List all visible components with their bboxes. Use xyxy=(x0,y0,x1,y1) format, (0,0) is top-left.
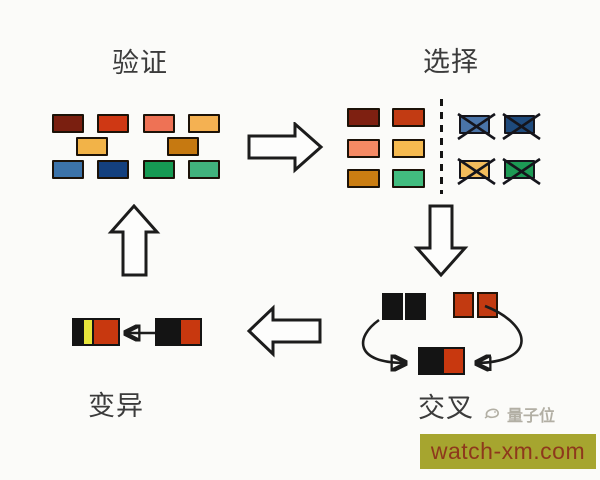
site-banner: watch-xm.com xyxy=(420,434,596,469)
chromosome-rect xyxy=(76,137,108,156)
stage-label-validate: 验证 xyxy=(112,48,168,78)
cross-out-icon xyxy=(457,157,496,186)
chromosome-rect xyxy=(143,114,175,133)
stage-label-crossover: 交叉 xyxy=(418,393,474,423)
gene-square xyxy=(405,293,426,320)
gene-square xyxy=(477,292,498,318)
chromosome-rect xyxy=(347,139,380,158)
gene-segment xyxy=(94,320,118,344)
chromosome-rect xyxy=(52,114,84,133)
rejected-chromosome xyxy=(457,112,496,141)
chromosome-rect xyxy=(347,108,380,127)
chromosome-rect xyxy=(143,160,175,179)
gene-square xyxy=(382,293,403,320)
site-url: watch-xm.com xyxy=(430,438,586,464)
down-arrow-icon xyxy=(413,204,469,278)
mutation-gene-stripe xyxy=(84,320,92,344)
chromosome-rect xyxy=(347,169,380,188)
chromosome-rect xyxy=(97,114,129,133)
rejected-chromosome xyxy=(502,157,541,186)
chromosome-rect xyxy=(392,169,425,188)
chromosome-rect xyxy=(167,137,199,156)
chromosome-rect xyxy=(188,114,220,133)
right-arrow-icon xyxy=(247,122,324,174)
stage-label-select: 选择 xyxy=(423,47,479,77)
gene-segment xyxy=(444,349,463,373)
chromosome-rect xyxy=(97,160,129,179)
offspring-rect xyxy=(418,347,465,375)
cross-out-icon xyxy=(502,112,541,141)
gene-segment xyxy=(74,320,84,344)
crossover-arrows xyxy=(361,304,523,388)
stage-label-mutate: 变异 xyxy=(88,391,144,421)
rejected-chromosome xyxy=(457,157,496,186)
cross-out-icon xyxy=(502,157,541,186)
gene-segment xyxy=(157,320,181,344)
parent-red-pair xyxy=(453,292,498,318)
up-arrow-icon xyxy=(107,204,161,277)
chromosome-rect xyxy=(52,160,84,179)
chromosome-rect xyxy=(392,139,425,158)
chromosome-rect xyxy=(188,160,220,179)
brand-name: 量子位 xyxy=(507,408,556,425)
cross-out-icon xyxy=(457,112,496,141)
rejected-chromosome xyxy=(502,112,541,141)
gene-segment xyxy=(181,320,200,344)
gene-square xyxy=(453,292,474,318)
mutated-rect xyxy=(72,318,120,346)
left-arrow-icon xyxy=(246,304,322,358)
mutation-arrow-icon xyxy=(116,324,158,342)
gene-segment xyxy=(420,349,444,373)
mutation-parent-rect xyxy=(155,318,202,346)
brand-watermark: 量子位 xyxy=(483,402,555,426)
selection-divider xyxy=(440,99,443,194)
chromosome-rect xyxy=(392,108,425,127)
parent-black-pair xyxy=(382,293,426,320)
gene-segment xyxy=(92,320,94,344)
qbitai-logo-icon xyxy=(484,408,499,419)
